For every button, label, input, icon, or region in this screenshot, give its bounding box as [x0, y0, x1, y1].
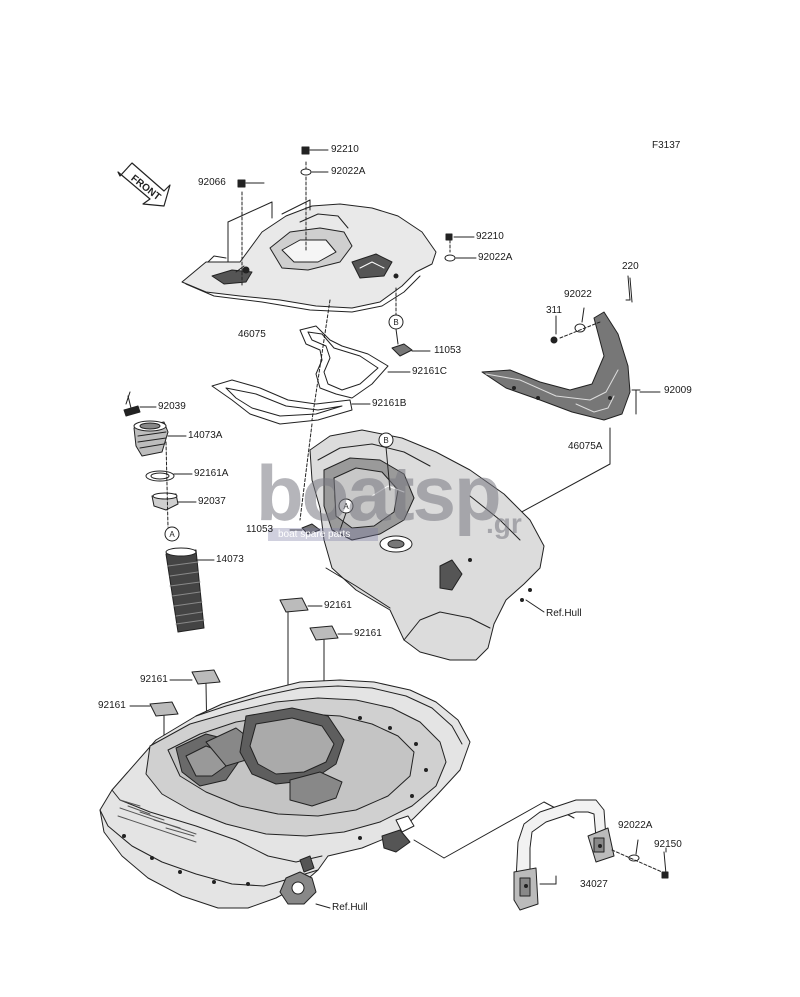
part-label-92066: 92066	[198, 177, 226, 188]
part-label-46075: 46075	[238, 329, 266, 340]
intake-duct-assembly	[123, 391, 215, 633]
part-label-92022A-mid: 92022A	[478, 252, 513, 263]
front-hull	[309, 429, 545, 661]
part-label-ref-hull-bot: Ref.Hull	[332, 902, 368, 913]
part-label-92161C: 92161C	[412, 366, 448, 377]
watermark-logo: boatsp	[256, 449, 502, 537]
watermark-tagline: boat spare parts	[268, 528, 379, 541]
part-label-92022: 92022	[564, 289, 592, 300]
part-label-92022A-top: 92022A	[331, 166, 366, 177]
part-label-92161-d: 92161	[98, 700, 126, 711]
callout-a-left: A	[169, 530, 175, 539]
part-label-92039: 92039	[158, 401, 186, 412]
gasket-92161B	[211, 379, 371, 425]
part-label-92022A-bot: 92022A	[618, 820, 653, 831]
part-label-92009: 92009	[664, 385, 692, 396]
part-label-92161B: 92161B	[372, 398, 407, 409]
callout-b-upper: B	[393, 318, 398, 327]
stickers-92161	[129, 597, 353, 801]
figure-code: F3137	[652, 140, 681, 151]
part-label-11053-mid: 11053	[246, 524, 274, 535]
part-label-92161A: 92161A	[194, 468, 229, 479]
part-label-92150: 92150	[654, 839, 682, 850]
part-label-92161-b: 92161	[354, 628, 382, 639]
front-arrow-icon	[117, 162, 171, 207]
rear-hull	[99, 679, 471, 909]
part-label-92037: 92037	[198, 496, 226, 507]
callout-b-mid: B	[383, 436, 388, 445]
part-label-14073: 14073	[216, 554, 244, 565]
part-label-92161-a: 92161	[324, 600, 352, 611]
part-label-311: 311	[546, 305, 562, 316]
part-label-92210-mid: 92210	[476, 231, 504, 242]
part-label-92161-c: 92161	[140, 674, 168, 685]
callout-a-mid: A	[343, 502, 349, 511]
part-label-46075A: 46075A	[568, 441, 603, 452]
part-label-34027: 34027	[580, 879, 608, 890]
cover-46075A	[481, 311, 631, 421]
gasket-92161C	[299, 325, 411, 399]
watermark-domain: .gr	[486, 508, 522, 539]
part-label-11053-top: 11053	[434, 345, 462, 356]
rear-deck-46075	[181, 203, 437, 313]
part-label-ref-hull-mid: Ref.Hull	[546, 608, 582, 619]
part-label-92210-top: 92210	[331, 144, 359, 155]
part-label-14073A: 14073A	[188, 430, 223, 441]
grab-handle-34027	[513, 799, 615, 911]
part-label-220: 220	[622, 261, 639, 272]
